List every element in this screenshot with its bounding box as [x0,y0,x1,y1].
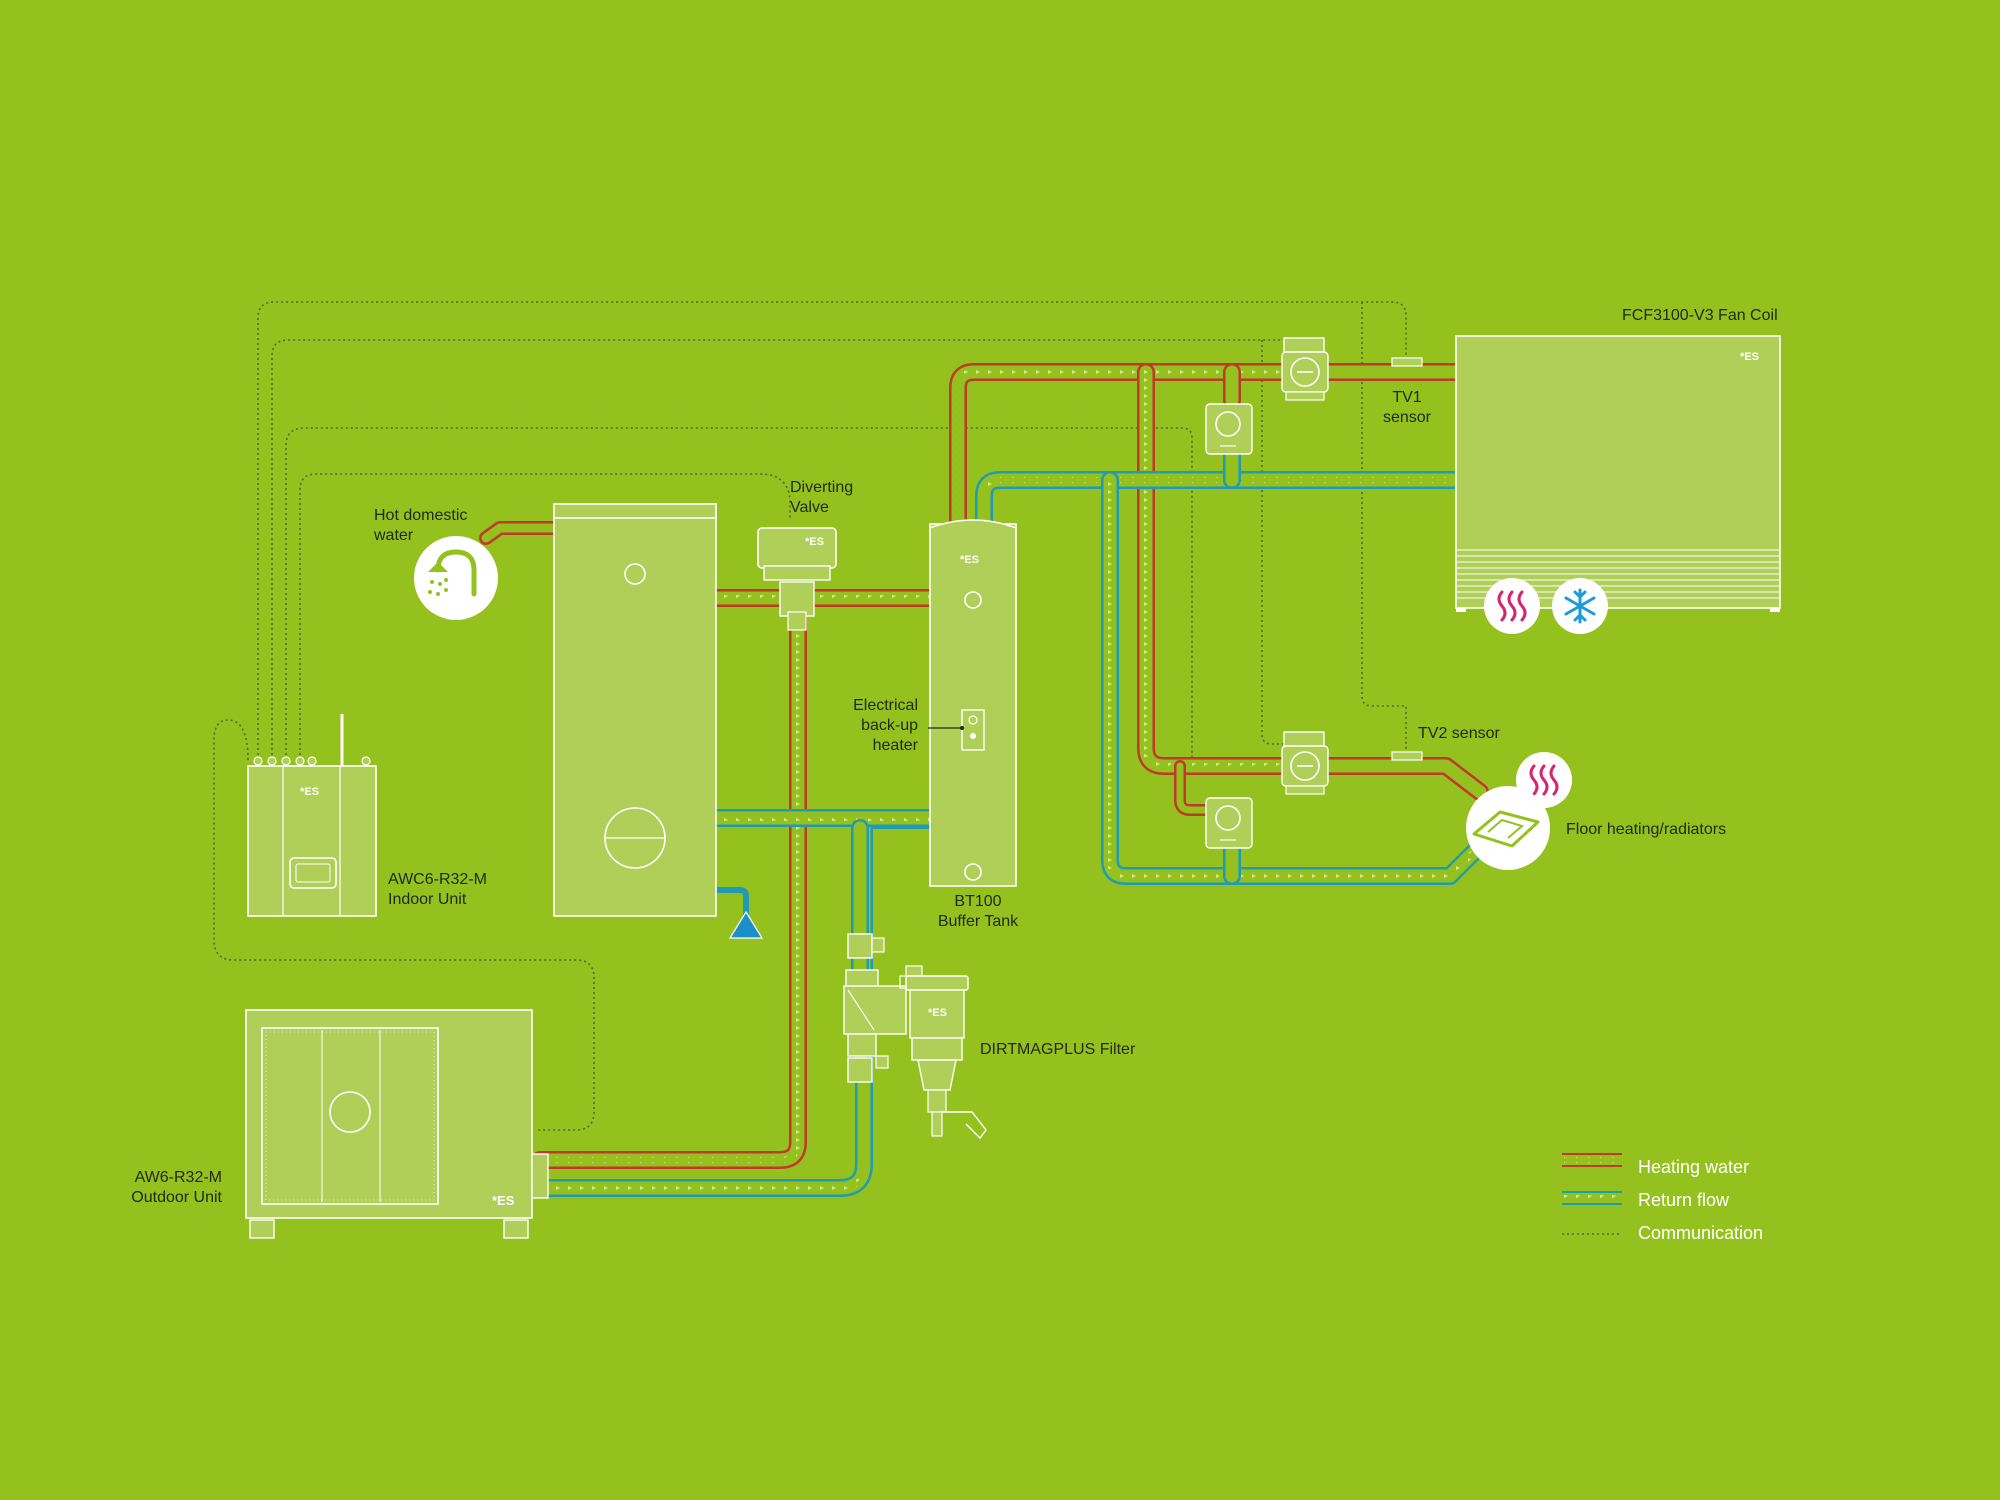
legend-communication-label: Communication [1638,1223,1764,1243]
legend-swatches [1562,1153,1622,1235]
tv1-sensor-label: TV1 sensor [1372,388,1442,428]
tv1-sensor [1391,357,1423,367]
dirtmag-filter: *ES [843,933,987,1140]
indoor-label-line2: Indoor Unit [388,891,467,908]
communication-lines [213,301,1407,1131]
diverting-valve-label: Diverting Valve [790,478,853,518]
heating-pipes [479,363,1489,1169]
valve-brand: *ES [805,536,824,548]
outdoor-label-line2: Outdoor Unit [131,1189,222,1206]
heat-waves-icon [1484,578,1540,634]
legend-heating-label: Heating water [1638,1157,1750,1177]
outdoor-unit-label: AW6-R32-M Outdoor Unit [106,1168,222,1208]
backup-heater-label: Electrical back-up heater [822,696,918,756]
diverting-valve: *ES [757,527,837,631]
diverting-label-line2: Valve [790,499,829,516]
tv1-label-line2: sensor [1382,409,1432,426]
buffer-label-line1: BT100 [954,893,1002,910]
fan-coil-brand: *ES [1740,351,1759,363]
buffer-label-line2: Buffer Tank [937,913,1019,930]
tv2-sensor [1391,751,1423,761]
legend-return-label: Return flow [1638,1190,1730,1210]
pump-icon [1281,337,1329,401]
hot-water-label-line2: water [374,527,414,544]
hot-water-cylinder [553,503,717,917]
buffer-tank-label: BT100 Buffer Tank [918,892,1038,932]
buffer-tank: *ES [928,519,1017,887]
valve-actuator-icon-2 [1205,797,1253,849]
floor-heating-label: Floor heating/radiators [1566,821,1727,838]
outdoor-label-line1: AW6-R32-M [134,1169,222,1186]
backup-label-line3: heater [872,737,918,754]
outdoor-unit: *ES [245,1009,549,1239]
fan-coil-label: FCF3100-V3 Fan Coil [1622,307,1778,324]
backup-label-line1: Electrical [853,697,918,714]
filter-brand: *ES [928,1007,947,1019]
hot-water-label-line1: Hot domestic [374,507,468,524]
tv1-label-line1: TV1 [1392,389,1422,406]
indoor-unit-label: AWC6-R32-M Indoor Unit [388,870,487,910]
tv2-sensor-label: TV2 sensor [1418,725,1500,742]
valve-actuator-icon [1205,403,1253,455]
hot-water-label: Hot domestic water [374,506,467,546]
drain-triangle-icon [728,910,764,939]
diverting-label-line1: Diverting [790,479,854,496]
floor-heating-icon [1466,786,1550,870]
shower-icon [414,536,498,620]
buffer-brand: *ES [960,554,979,566]
filter-label: DIRTMAGPLUS Filter [980,1041,1136,1058]
fan-coil-unit: *ES [1455,335,1781,612]
indoor-label-line1: AWC6-R32-M [388,871,487,888]
indoor-brand: *ES [300,786,319,798]
pump-icon-2 [1281,731,1329,795]
snowflake-icon [1552,578,1608,634]
indoor-unit: *ES [247,714,377,917]
outdoor-brand: *ES [492,1193,515,1208]
backup-label-line2: back-up [861,717,918,734]
